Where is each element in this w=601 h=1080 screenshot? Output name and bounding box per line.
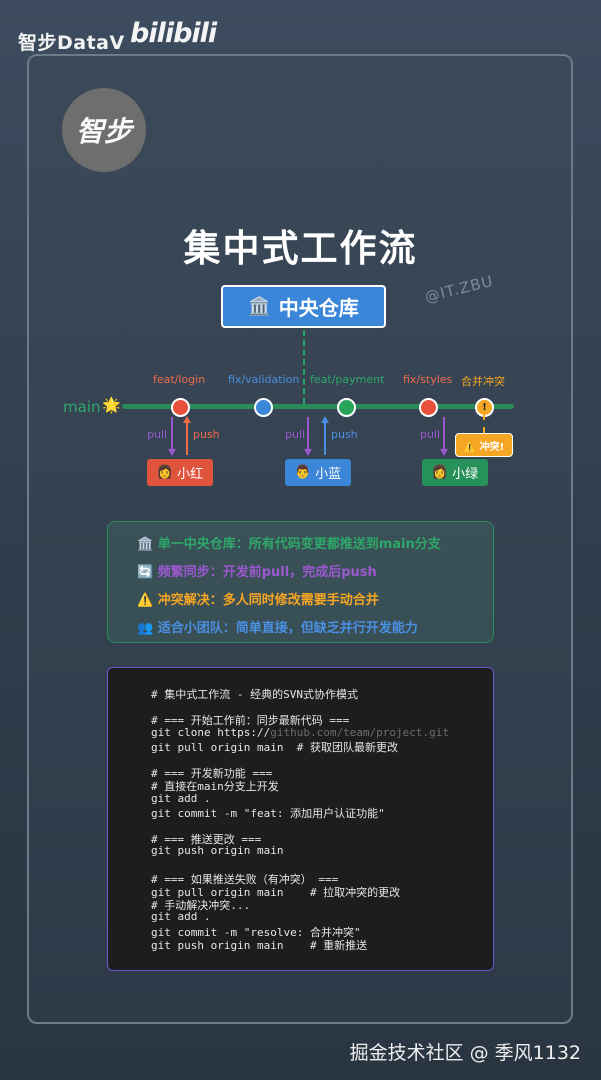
- developer-xiaolv: 👩 小绿: [422, 459, 488, 486]
- central-repo-label: 中央仓库: [278, 296, 359, 320]
- main-branch-line: [122, 404, 514, 409]
- star-icon: 🌟: [102, 396, 121, 414]
- developer-name: 小红: [177, 467, 204, 482]
- info-small-team: 👥 适合小团队：简单直接，但缺乏并行开发能力: [137, 621, 418, 636]
- developer-xiaohong: 👩 小红: [147, 459, 213, 486]
- sync-icon: 🔄: [137, 565, 154, 580]
- team-icon: 👥: [137, 621, 154, 636]
- commit-label-feat-payment: feat/payment: [310, 373, 385, 386]
- code-comment-line: # 直接在main分支上开发: [151, 780, 279, 794]
- code-line: git add .: [151, 910, 211, 924]
- developer-xiaolan: 👨 小蓝: [285, 459, 351, 486]
- code-line: git push origin main: [151, 844, 284, 858]
- conflict-connector: [483, 414, 485, 433]
- central-repo-box: 🏛️ 中央仓库: [221, 285, 386, 328]
- push-label: push: [193, 428, 220, 441]
- commit-node: [419, 398, 438, 417]
- repo-connector: [303, 330, 305, 404]
- commit-node: [254, 398, 273, 417]
- code-line: git push origin main # 重新推送: [151, 938, 368, 952]
- code-comment-line: # === 如果推送失败（有冲突） ===: [151, 872, 339, 886]
- developer-name: 小绿: [452, 467, 479, 482]
- info-frequent-sync: 🔄 频繁同步：开发前pull，完成后push: [137, 565, 377, 580]
- commit-node: [337, 398, 356, 417]
- code-line: git commit -m "feat: 添加用户认证功能": [151, 806, 385, 820]
- brand-name: 智步DataV: [18, 32, 125, 54]
- code-comment-line: # 手动解决冲突...: [151, 899, 251, 913]
- code-block: [107, 667, 494, 971]
- code-comment-line: # === 开始工作前：同步最新代码 ===: [151, 714, 350, 728]
- avatar: 智步: [62, 88, 146, 172]
- commit-label-merge-conflict: 合并冲突: [461, 375, 505, 388]
- code-line: git pull origin main # 拉取冲突的更改: [151, 886, 401, 899]
- pull-push-arrows: [168, 416, 191, 456]
- code-line: git clone https://github.com/team/projec…: [151, 725, 450, 739]
- pull-arrow: [440, 417, 448, 456]
- page-title: 集中式工作流: [183, 227, 418, 270]
- bank-icon: 🏛️: [248, 296, 271, 317]
- pull-label: pull: [285, 428, 306, 441]
- commit-label-fix-validation: fix/validation: [228, 373, 300, 386]
- pull-label: pull: [147, 428, 168, 441]
- person-icon: 👨: [294, 465, 312, 480]
- code-line: git commit -m "resolve: 合并冲突": [151, 925, 361, 939]
- info-conflict-resolution: ⚠️ 冲突解决：多人同时修改需要手动合并: [137, 593, 379, 608]
- feature-summary-box: [107, 521, 494, 643]
- person-icon: 👩: [156, 465, 174, 480]
- warning-icon: ⚠️: [137, 593, 154, 608]
- code-line: git pull origin main # 获取团队最新更改: [151, 740, 398, 754]
- commit-label-feat-login: feat/login: [153, 373, 206, 386]
- bilibili-logo: bilibili: [130, 18, 217, 49]
- bank-icon: 🏛️: [137, 537, 154, 552]
- conflict-badge: ⚠️ 冲突!: [455, 433, 513, 457]
- code-comment-line: # === 开发新功能 ===: [151, 767, 273, 781]
- code-comment-line: # === 推送更改 ===: [151, 833, 262, 847]
- commit-label-fix-styles: fix/styles: [403, 373, 453, 386]
- push-label: push: [331, 428, 358, 441]
- code-comment-line: # 集中式工作流 - 经典的SVN式协作模式: [151, 688, 358, 701]
- footer-credit: 掘金技术社区 @ 季风1132: [349, 1042, 581, 1064]
- pull-label: pull: [420, 428, 441, 441]
- developer-name: 小蓝: [315, 467, 342, 482]
- info-single-repo: 🏛️ 单一中央仓库：所有代码变更都推送到main分支: [137, 537, 441, 552]
- avatar-text: 智步: [75, 115, 132, 148]
- code-line: git add .: [151, 791, 211, 805]
- pull-push-arrows: [304, 416, 329, 456]
- main-branch-label: main: [63, 398, 101, 416]
- person-icon: 👩: [431, 465, 449, 480]
- commit-node: [171, 398, 190, 417]
